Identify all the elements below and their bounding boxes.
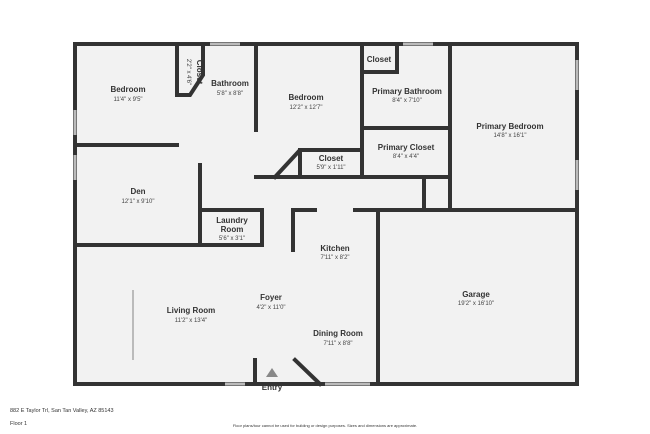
- room-name: Closet: [367, 55, 392, 64]
- room-name: Closet: [195, 60, 204, 85]
- room-name: Bedroom: [288, 93, 323, 102]
- room-dims: 5'9" x 1'11": [316, 165, 345, 171]
- room-dims: 8'4" x 4'4": [393, 154, 419, 160]
- room-dims: 12'2" x 12'7": [290, 105, 323, 111]
- room-name: Entry: [262, 383, 283, 392]
- entry-arrow-icon: [266, 368, 278, 377]
- room-dims: 12'1" x 9'10": [122, 199, 155, 205]
- room-name: Garage: [462, 290, 490, 299]
- room-dims: 4'2" x 11'0": [256, 305, 285, 311]
- room-name: Kitchen: [320, 244, 349, 253]
- floor-label: Floor 1: [10, 421, 28, 427]
- room-labels: Bedroom 11'4" x 9'5" Closet 2'2" x 4'6" …: [110, 55, 543, 392]
- room-dims: 8'4" x 7'10": [392, 98, 422, 104]
- room-name: Primary Bedroom: [476, 122, 543, 131]
- room-name: Den: [130, 187, 145, 196]
- room-dims: 11'2" x 13'4": [175, 318, 207, 324]
- room-name: Foyer: [260, 293, 282, 302]
- room-name: Primary Bathroom: [372, 87, 442, 96]
- room-dims: 14'8" x 16'1": [494, 133, 527, 139]
- room-dims: 7'11" x 8'2": [320, 255, 349, 261]
- room-dims: 5'6" x 3'1": [219, 236, 245, 242]
- room-name: Dining Room: [313, 329, 363, 338]
- room-dims: 2'2" x 4'6": [185, 59, 191, 85]
- room-dims: 5'8" x 8'8": [217, 91, 243, 97]
- room-dims: 19'2" x 16'10": [458, 301, 494, 307]
- room-name: Closet: [319, 154, 344, 163]
- address: 882 E Taylor Trl, San Tan Valley, AZ 851…: [10, 408, 114, 414]
- room-name: Room: [221, 225, 244, 234]
- room-name: Bathroom: [211, 79, 249, 88]
- windows: [73, 42, 579, 386]
- room-dims: 7'11" x 8'8": [323, 341, 352, 347]
- room-name: Primary Closet: [378, 143, 435, 152]
- room-dims: 11'4" x 9'5": [113, 97, 142, 103]
- room-name: Bedroom: [110, 85, 145, 94]
- room-name: Living Room: [167, 306, 215, 315]
- disclaimer: Floor plans/tour cannot be used for buil…: [232, 423, 418, 428]
- room-name: Laundry: [216, 216, 248, 225]
